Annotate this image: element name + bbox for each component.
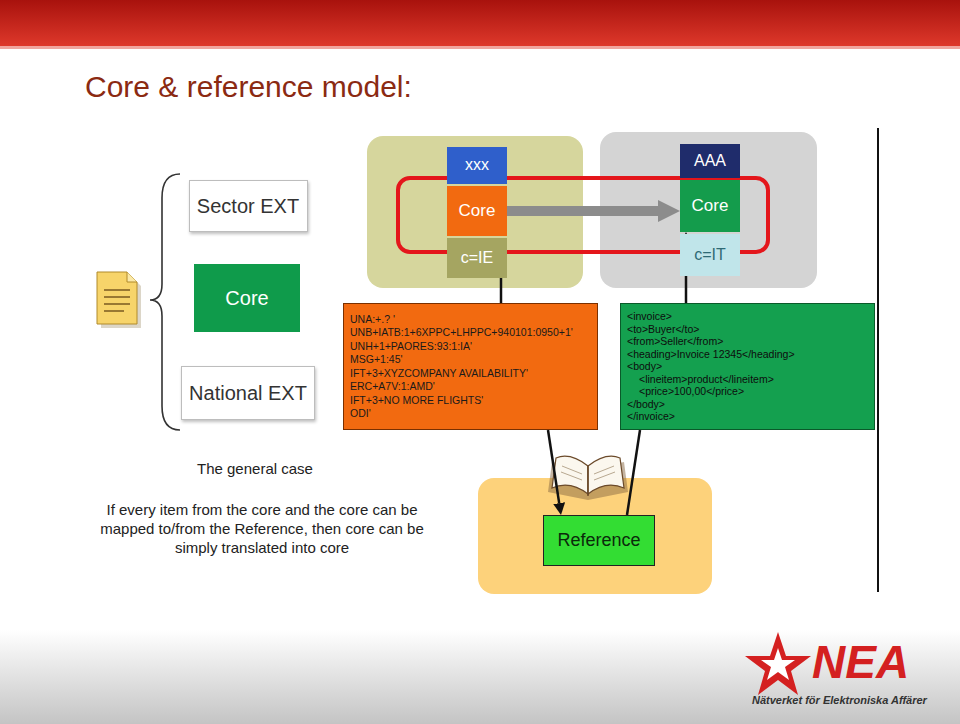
code-line: </invoice> bbox=[627, 410, 675, 423]
national-ext-box: National EXT bbox=[181, 366, 315, 420]
box-label: Core bbox=[459, 201, 496, 221]
syntax-box: xxx bbox=[447, 147, 507, 184]
box-label: Core bbox=[225, 287, 268, 310]
slide-title: Core & reference model: bbox=[85, 70, 412, 104]
code-line: UNH+1+PAORES:93:1:IA' bbox=[350, 340, 472, 354]
box-label: Sector EXT bbox=[197, 195, 299, 218]
core-box: Core bbox=[680, 180, 740, 232]
top-bar-edge bbox=[0, 46, 960, 49]
code-line: <from>Seller</from> bbox=[627, 335, 723, 348]
box-label: xxx bbox=[465, 156, 489, 174]
book-icon bbox=[548, 456, 628, 500]
code-line: UNA:+.? ' bbox=[350, 313, 395, 327]
reference-box: Reference bbox=[543, 515, 655, 566]
code-line: <lineitem>product</lineitem> bbox=[639, 373, 774, 386]
box-label: c=IE bbox=[461, 249, 493, 267]
country-box: c=IT bbox=[680, 234, 740, 276]
code-line: <invoice> bbox=[627, 310, 672, 323]
logo-text: NEA bbox=[812, 636, 942, 689]
document-icon bbox=[97, 272, 141, 328]
code-line: UNB+IATB:1+6XPPC+LHPPC+940101:0950+1' bbox=[350, 326, 573, 340]
brace bbox=[150, 174, 180, 430]
edifact-message-box: UNA:+.? 'UNB+IATB:1+6XPPC+LHPPC+940101:0… bbox=[343, 303, 598, 430]
connector-line bbox=[500, 278, 503, 303]
bottom-bar bbox=[0, 630, 960, 724]
case-heading: The general case bbox=[197, 460, 397, 477]
code-line: MSG+1:45' bbox=[350, 353, 403, 367]
connector-arrow bbox=[548, 430, 559, 503]
sector-ext-box: Sector EXT bbox=[189, 180, 308, 232]
xml-message-box: <invoice><to>Buyer</to><from>Seller</fro… bbox=[620, 303, 875, 430]
logo-subtitle: Nätverket för Elektroniska Affärer bbox=[752, 694, 952, 707]
core-box: Core bbox=[194, 264, 300, 332]
logo-star bbox=[745, 632, 811, 695]
code-line: <price>100,00</price> bbox=[639, 385, 744, 398]
top-bar bbox=[0, 0, 960, 48]
transform-arrow bbox=[507, 206, 658, 216]
divider-line bbox=[877, 128, 879, 592]
code-line: <body> bbox=[627, 360, 662, 373]
box-label: National EXT bbox=[189, 382, 307, 405]
box-label: AAA bbox=[694, 152, 726, 170]
code-line: </body> bbox=[627, 398, 665, 411]
code-line: <to>Buyer</to> bbox=[627, 323, 699, 336]
code-line: ERC+A7V:1:AMD' bbox=[350, 380, 435, 394]
box-label: Core bbox=[692, 196, 729, 216]
core-box: Core bbox=[447, 186, 507, 236]
code-line: ODI' bbox=[350, 407, 371, 421]
code-line: IFT+3+NO MORE FLIGHTS' bbox=[350, 394, 483, 408]
box-label: Reference bbox=[557, 530, 640, 551]
connector-line bbox=[627, 430, 640, 515]
box-label: c=IT bbox=[694, 246, 726, 264]
country-box: c=IE bbox=[447, 238, 507, 278]
syntax-box: AAA bbox=[680, 144, 740, 178]
code-line: IFT+3+XYZCOMPANY AVAILABILITY' bbox=[350, 367, 528, 381]
explanation-note: If every item from the core and the core… bbox=[92, 500, 432, 557]
code-line: <heading>Invoice 12345</heading> bbox=[627, 348, 795, 361]
